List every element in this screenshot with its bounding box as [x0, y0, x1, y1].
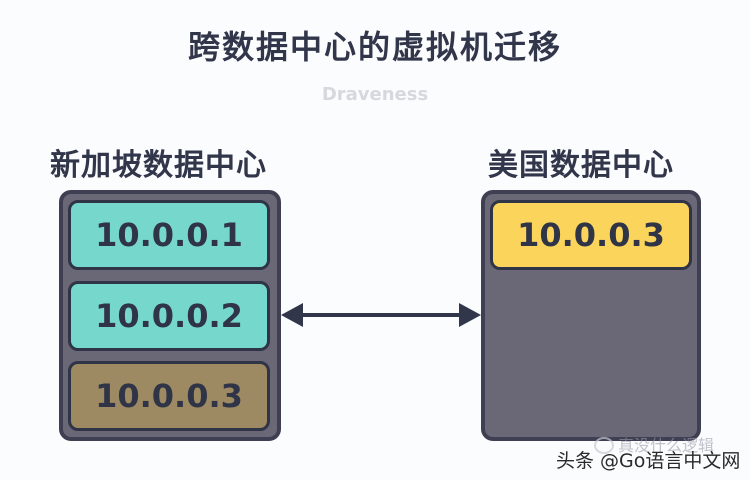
vm-ip: 10.0.0.3: [95, 377, 243, 415]
singapore-dc-label: 新加坡数据中心: [50, 148, 267, 183]
vm-ip: 10.0.0.2: [95, 297, 243, 335]
diagram-title: 跨数据中心的虚拟机迁移: [187, 28, 562, 66]
faint-watermark: 真没什么逻辑: [618, 436, 715, 455]
vm-ip: 10.0.0.1: [95, 216, 243, 254]
us-dc-label: 美国数据中心: [488, 148, 674, 183]
vm-ip: 10.0.0.3: [517, 216, 665, 254]
vm-box: 10.0.0.2: [68, 281, 270, 351]
vm-box: 10.0.0.1: [68, 200, 270, 270]
watermark: 头条 @Go语言中文网: [556, 450, 741, 472]
wechat-icon: [594, 437, 614, 454]
author-subtitle: Draveness: [321, 84, 429, 105]
bidirectional-arrow-icon: [281, 303, 481, 327]
vm-box-migrated: 10.0.0.3: [490, 200, 692, 270]
vm-box-migrating: 10.0.0.3: [68, 361, 270, 431]
